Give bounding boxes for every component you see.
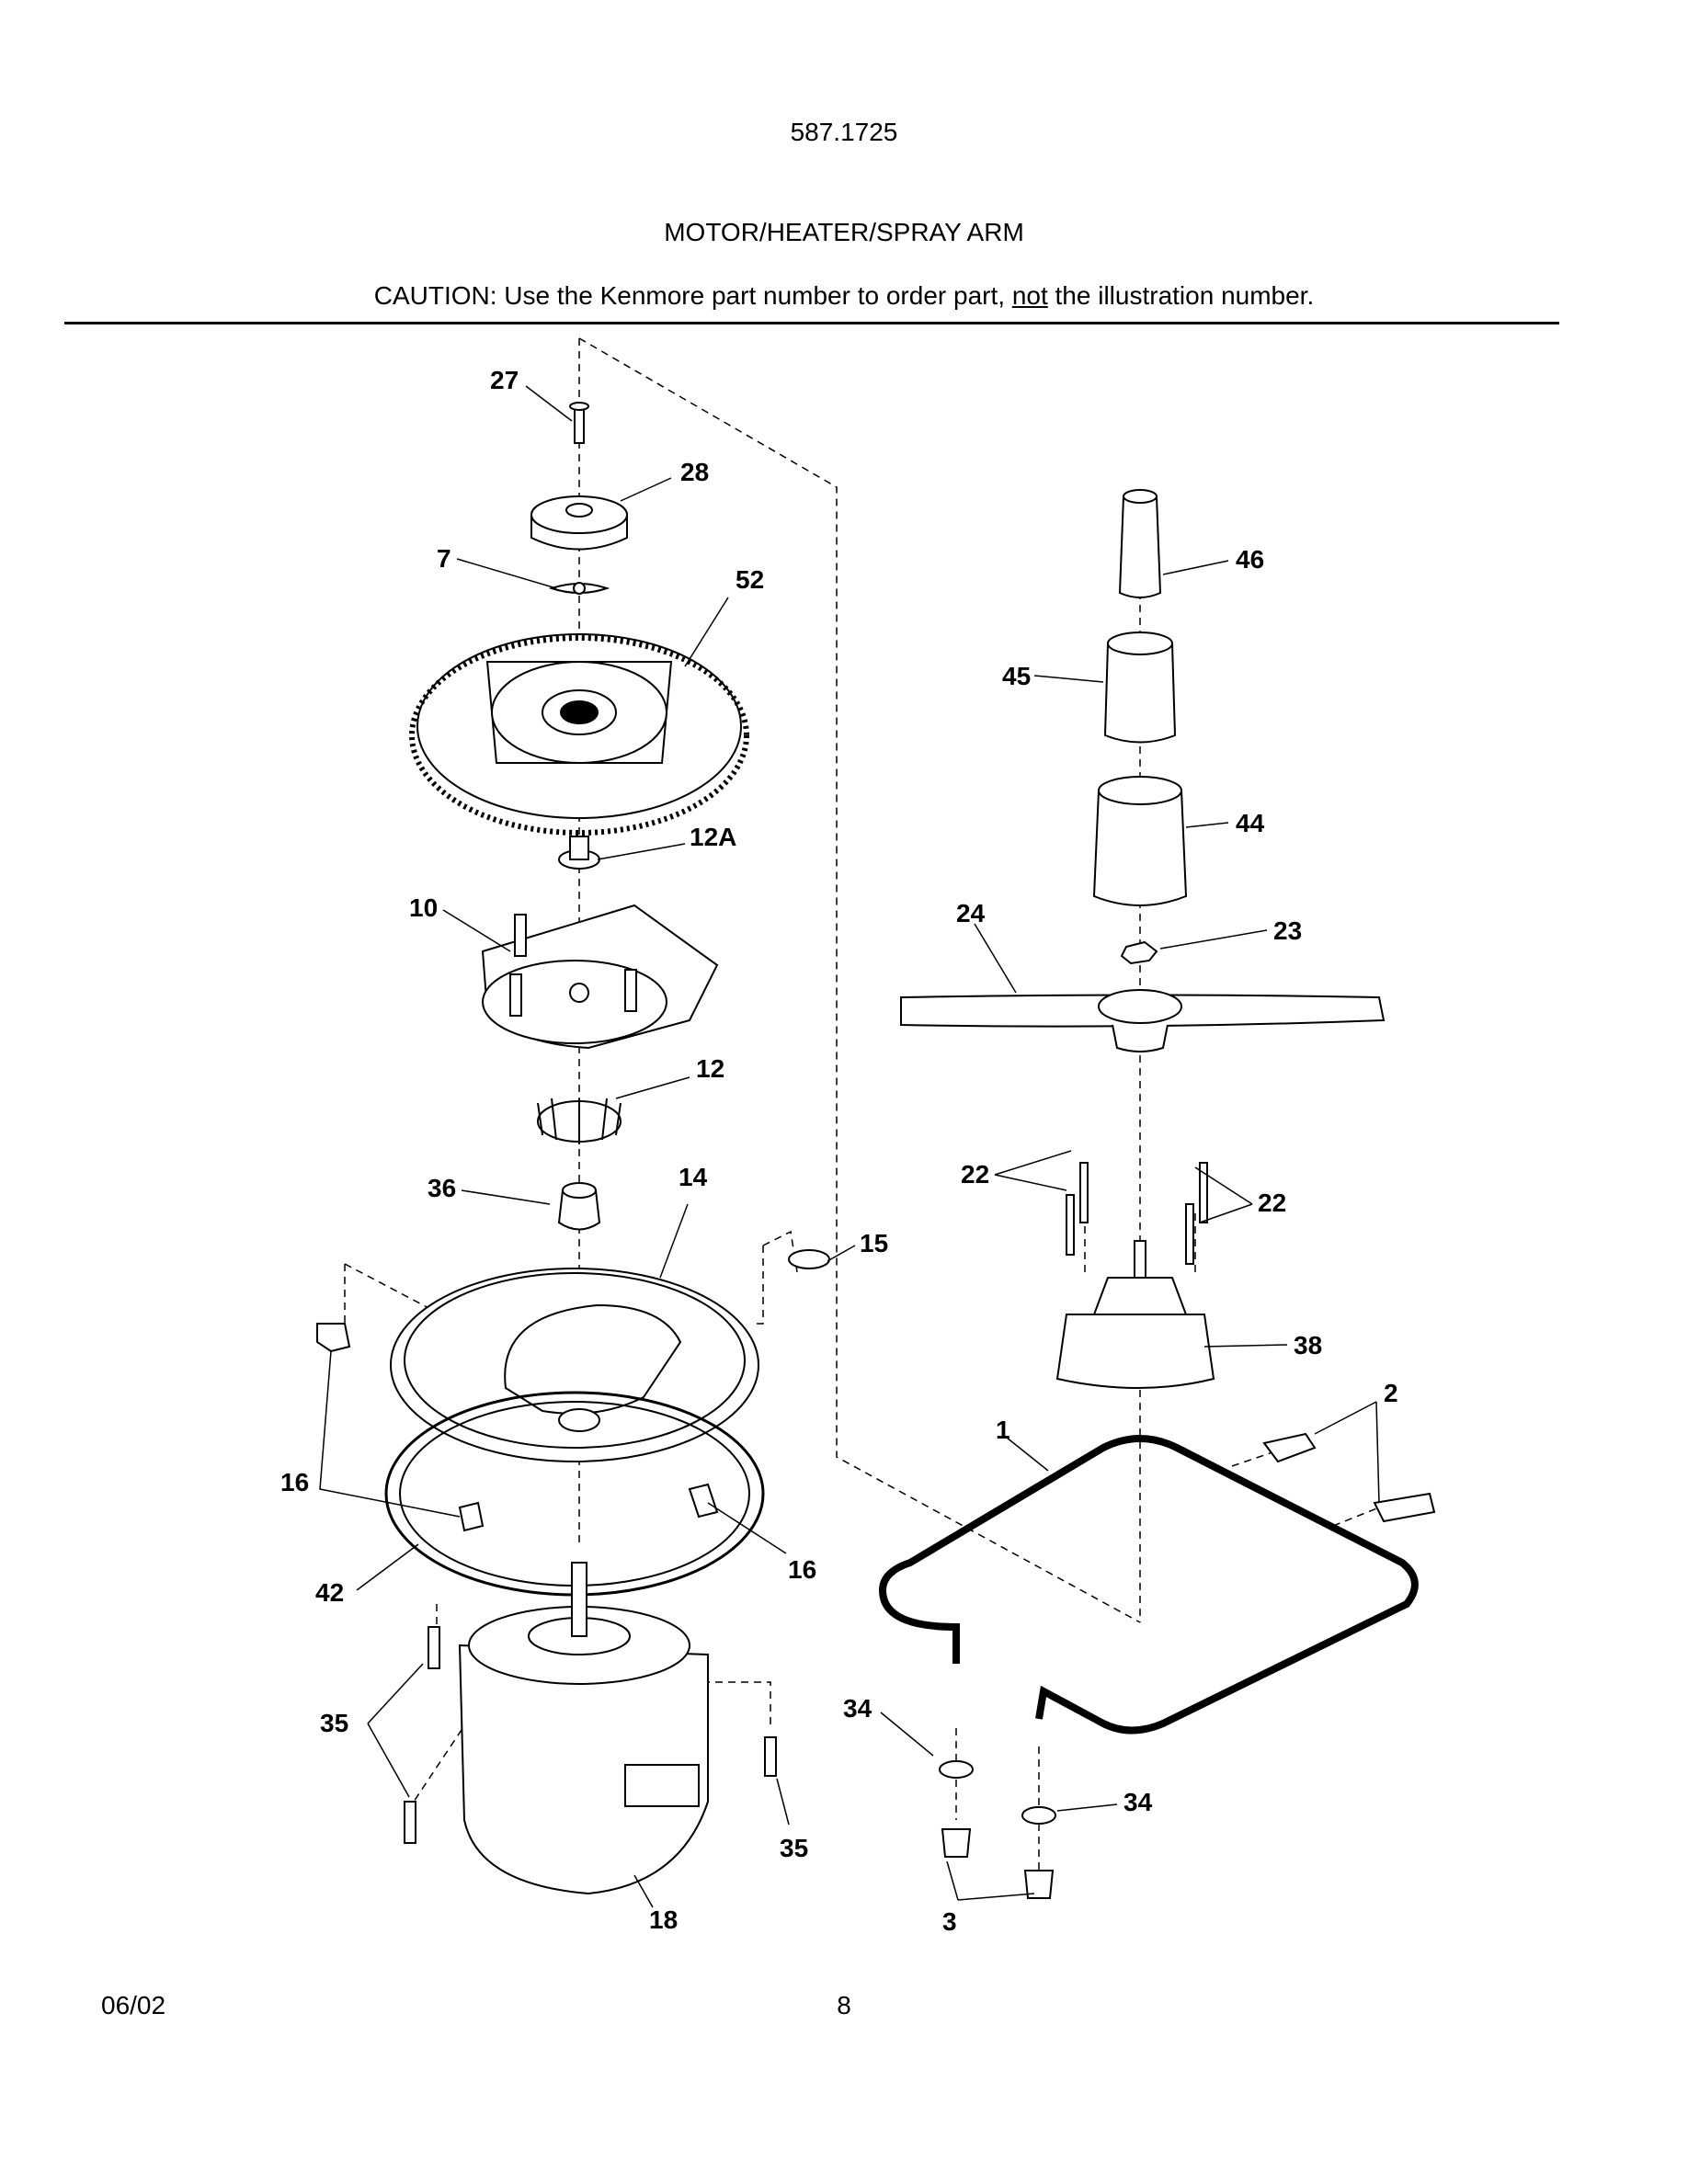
caution-text: CAUTION: Use the Kenmore part number to …: [373, 281, 1012, 310]
washer-34-icon: [939, 1760, 1056, 1825]
screw-35-icon: [404, 1626, 777, 1844]
heater-element-1-icon: [878, 1435, 1419, 1735]
bracket-16-icon: [316, 1323, 719, 1532]
bracket-2-icon: [1262, 1432, 1436, 1523]
callout-22-left: 22: [961, 1160, 989, 1189]
callout-7: 7: [437, 544, 451, 573]
header-rule: [64, 322, 1559, 324]
diagram-title: MOTOR/HEATER/SPRAY ARM: [664, 218, 1024, 246]
seal-36-icon: [557, 1182, 601, 1231]
caution-note: CAUTION: Use the Kenmore part number to …: [0, 281, 1688, 311]
leader-lines: [319, 385, 1380, 1908]
callout-24: 24: [956, 899, 986, 927]
callout-38: 38: [1294, 1331, 1322, 1359]
caution-text-end: the illustration number.: [1047, 281, 1315, 310]
callout-46: 46: [1236, 545, 1264, 574]
hub-28-icon: [530, 495, 628, 551]
callout-45: 45: [1002, 662, 1031, 690]
motor-18-icon: [458, 1562, 709, 1895]
gear-52-icon: [409, 633, 749, 836]
impeller-12-icon: [537, 1098, 622, 1144]
callout-1: 1: [996, 1416, 1010, 1444]
callout-44: 44: [1236, 809, 1265, 837]
clip-15-icon: [788, 1249, 830, 1269]
callout-52: 52: [736, 565, 764, 594]
callout-27: 27: [490, 366, 519, 394]
callout-22-right: 22: [1258, 1189, 1286, 1217]
nut-23-icon: [1120, 940, 1158, 965]
callout-15: 15: [860, 1229, 888, 1257]
tube-44-icon: [1092, 776, 1188, 906]
manifold-38-icon: [1055, 1240, 1215, 1389]
callout-18: 18: [649, 1905, 678, 1934]
callout-12: 12: [696, 1054, 724, 1083]
callout-42: 42: [315, 1578, 344, 1607]
callout-34-right: 34: [1123, 1788, 1153, 1816]
callout-36: 36: [428, 1174, 456, 1202]
callout-3: 3: [942, 1907, 957, 1936]
callout-35-right: 35: [780, 1834, 808, 1862]
screw-27-icon: [569, 402, 589, 444]
pump-housing-10-icon: [481, 904, 719, 1050]
callout-16-right: 16: [788, 1555, 816, 1584]
callout-34-left: 34: [843, 1694, 873, 1723]
screw-22-icon: [1066, 1162, 1208, 1265]
nut-3-icon: [941, 1828, 1055, 1899]
callout-10: 10: [409, 893, 438, 922]
callout-12A: 12A: [690, 823, 736, 851]
callout-2: 2: [1384, 1379, 1398, 1407]
spray-arm-24-icon: [900, 989, 1386, 1052]
callout-23: 23: [1273, 916, 1302, 945]
footer-date: 06/02: [101, 1991, 166, 2019]
callout-14: 14: [679, 1163, 708, 1191]
caution-emphasis: not: [1011, 281, 1048, 310]
nozzle-46-icon: [1118, 489, 1162, 598]
callout-35-left: 35: [320, 1709, 348, 1737]
bushing-12A-icon: [558, 836, 600, 870]
model-number: 587.1725: [790, 118, 898, 146]
callout-16-left: 16: [280, 1468, 309, 1496]
tube-45-icon: [1103, 631, 1177, 744]
clip-7-icon: [548, 582, 610, 595]
page-number: 8: [837, 1991, 851, 2019]
callout-28: 28: [680, 458, 709, 486]
